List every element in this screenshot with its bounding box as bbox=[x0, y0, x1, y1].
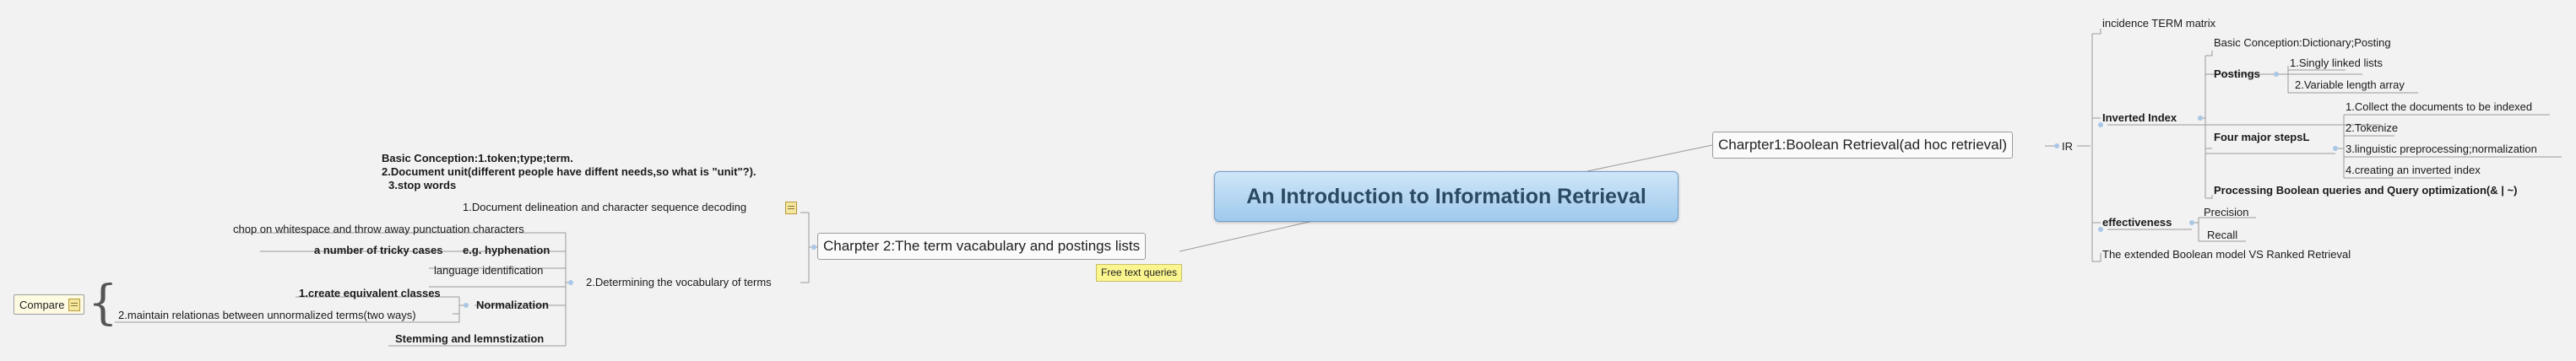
whitespace-topic[interactable]: chop on whitespace and throw away punctu… bbox=[233, 223, 524, 235]
effectiveness-topic[interactable]: effectiveness bbox=[2102, 216, 2172, 229]
delineation-note-line2: 2.Document unit(different people have di… bbox=[382, 165, 757, 178]
inverted-index-topic[interactable]: Inverted Index bbox=[2102, 111, 2177, 124]
step-creating-index[interactable]: 4.creating an inverted index bbox=[2346, 164, 2481, 176]
postings-item-singly-linked[interactable]: 1.Singly linked lists bbox=[2290, 57, 2383, 69]
four-steps-topic[interactable]: Four major stepsL bbox=[2214, 131, 2310, 143]
free-text-queries-callout[interactable]: Free text queries bbox=[1096, 264, 1183, 282]
chapter1-topic[interactable]: Charpter1:Boolean Retrieval(ad hoc retri… bbox=[1712, 132, 2014, 159]
recall-topic[interactable]: Recall bbox=[2207, 229, 2238, 241]
incidence-matrix-topic[interactable]: incidence TERM matrix bbox=[2102, 17, 2216, 30]
maintain-relations-topic[interactable]: 2.maintain relationas between unnormaliz… bbox=[118, 309, 416, 321]
delineation-note-line1: Basic Conception:1.token;type;term. bbox=[382, 152, 573, 164]
step-collect[interactable]: 1.Collect the documents to be indexed bbox=[2346, 100, 2533, 113]
language-identification-topic[interactable]: language identification bbox=[434, 264, 544, 277]
step-tokenize[interactable]: 2.Tokenize bbox=[2346, 121, 2399, 134]
compare-label: Compare bbox=[19, 299, 65, 311]
compare-summary[interactable]: Compare bbox=[14, 294, 84, 315]
ir-topic[interactable]: IR bbox=[2062, 140, 2073, 153]
postings-item-variable-array[interactable]: 2.Variable length array bbox=[2295, 78, 2405, 91]
extended-boolean-topic[interactable]: The extended Boolean model VS Ranked Ret… bbox=[2102, 248, 2351, 261]
equivalent-classes-topic[interactable]: 1.create equivalent classes bbox=[299, 287, 441, 299]
processing-boolean-topic[interactable]: Processing Boolean queries and Query opt… bbox=[2214, 184, 2518, 197]
tricky-cases-topic[interactable]: a number of tricky cases bbox=[314, 244, 443, 256]
step-linguistic[interactable]: 3.linguistic preprocessing;normalization bbox=[2346, 143, 2537, 155]
chapter2-topic[interactable]: Charpter 2:The term vacabulary and posti… bbox=[817, 233, 1147, 260]
note-icon[interactable] bbox=[68, 299, 80, 311]
central-topic[interactable]: An Introduction to Information Retrieval bbox=[1214, 171, 1678, 222]
stemming-topic[interactable]: Stemming and lemnstization bbox=[395, 332, 545, 345]
delineation-topic[interactable]: 1.Document delineation and character seq… bbox=[463, 201, 747, 213]
summary-brace: { bbox=[88, 276, 118, 331]
vocabulary-topic[interactable]: 2.Determining the vocabulary of terms bbox=[586, 276, 772, 288]
delineation-note-line3: 3.stop words bbox=[388, 179, 457, 191]
postings-topic[interactable]: Postings bbox=[2214, 67, 2260, 80]
note-icon[interactable] bbox=[785, 202, 797, 214]
normalization-topic[interactable]: Normalization bbox=[476, 299, 549, 311]
basic-conception-topic[interactable]: Basic Conception:Dictionary;Posting bbox=[2214, 36, 2391, 49]
hyphenation-topic[interactable]: e.g. hyphenation bbox=[463, 244, 550, 256]
precision-topic[interactable]: Precision bbox=[2204, 206, 2249, 218]
